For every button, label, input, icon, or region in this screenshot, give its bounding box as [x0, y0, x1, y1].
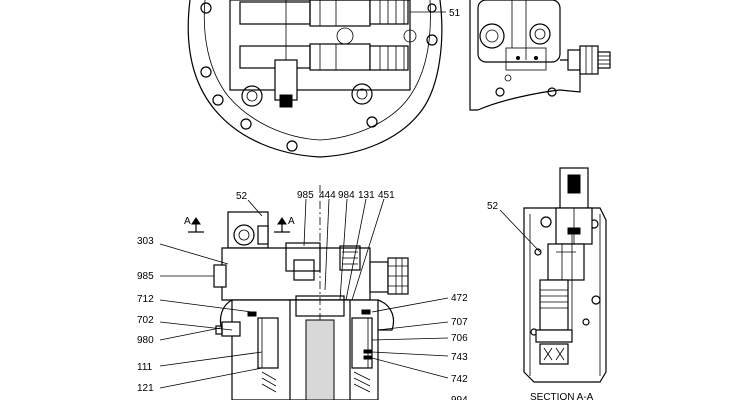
- label-985-left: 985: [137, 271, 154, 282]
- section-aa-view: [523, 167, 607, 383]
- label-111: 111: [137, 362, 153, 373]
- label-702: 702: [137, 315, 154, 326]
- label-743: 743: [451, 352, 468, 363]
- label-303: 303: [137, 236, 154, 247]
- label-52-aa: 52: [487, 201, 499, 212]
- label-131: 131: [358, 190, 375, 201]
- label-980: 980: [137, 335, 154, 346]
- motor-section-view: A A: [184, 185, 409, 400]
- label-712: 712: [137, 294, 154, 305]
- label-707: 707: [451, 317, 468, 328]
- label-444: 444: [319, 190, 336, 201]
- section-leaders: [159, 198, 449, 389]
- leader-52-aa: [499, 209, 541, 253]
- label-52-section: 52: [236, 191, 248, 202]
- section-marker-right: A: [288, 216, 295, 227]
- section-aa-caption: SECTION A-A: [530, 392, 594, 400]
- label-472: 472: [451, 293, 468, 304]
- motor-side-view: [469, 0, 611, 111]
- label-451: 451: [378, 190, 395, 201]
- label-121: 121: [137, 383, 154, 394]
- label-706: 706: [451, 333, 468, 344]
- label-51: 51: [449, 8, 461, 19]
- motor-top-view: 51: [187, 0, 461, 158]
- label-742: 742: [451, 374, 468, 385]
- label-984: 984: [338, 190, 355, 201]
- label-985-top: 985: [297, 190, 314, 201]
- label-994: 994: [451, 395, 468, 400]
- section-marker-left: A: [184, 216, 191, 227]
